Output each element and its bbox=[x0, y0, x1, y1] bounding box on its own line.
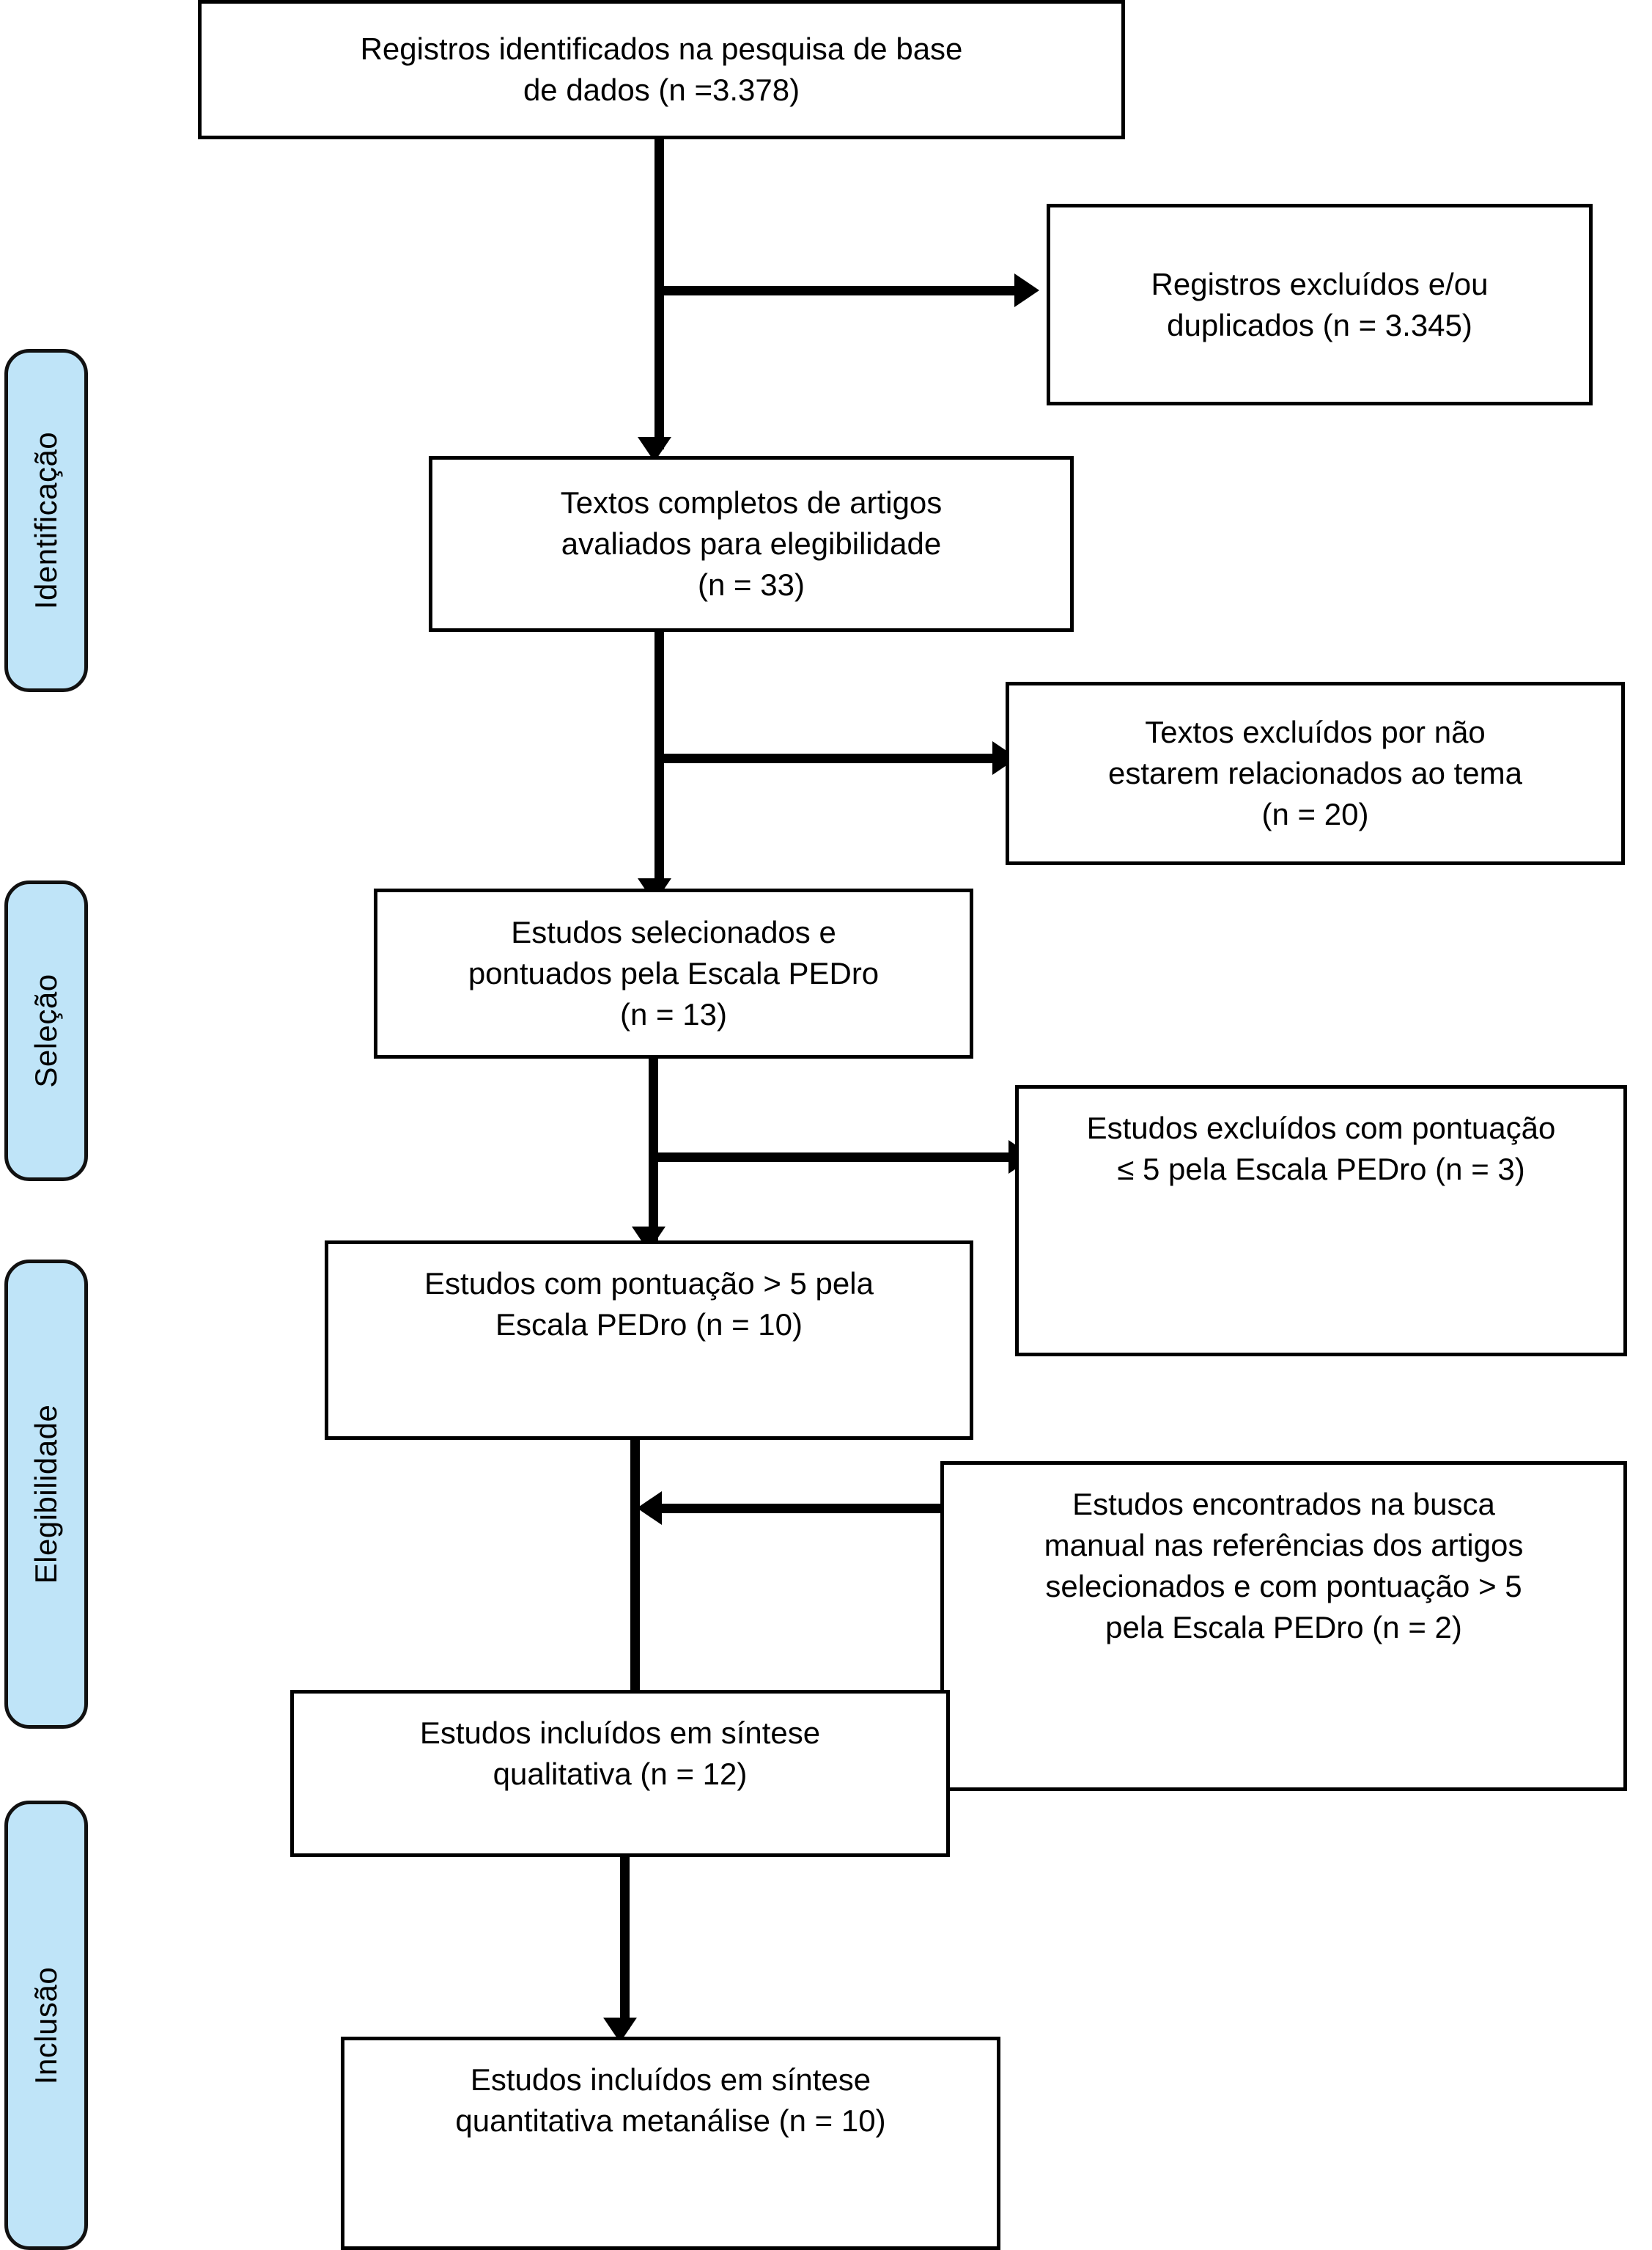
stage-pill-elegibilidade: Elegibilidade bbox=[4, 1260, 88, 1729]
box-records-excluded: Registros excluídos e/ou duplicados (n =… bbox=[1047, 204, 1593, 405]
box-qualitative-synthesis: Estudos incluídos em síntese qualitativa… bbox=[290, 1690, 950, 1857]
connector-manual-search-in bbox=[662, 1504, 948, 1513]
connector-to-records-excluded bbox=[654, 286, 1021, 295]
box-manual-search-text: Estudos encontrados na busca manual nas … bbox=[1044, 1487, 1524, 1644]
connector-to-studies-excluded bbox=[649, 1152, 1015, 1162]
arrowhead-to-records-excluded bbox=[1014, 273, 1039, 307]
box-records-identified-text: Registros identificados na pesquisa de b… bbox=[360, 32, 963, 107]
stage-pill-identificacao: Identificação bbox=[4, 349, 88, 692]
stage-label-inclusao: Inclusão bbox=[29, 1966, 63, 2084]
stage-label-elegibilidade: Elegibilidade bbox=[29, 1404, 63, 1584]
connector-qualitative-to-quantitative bbox=[620, 1853, 630, 2029]
connector-to-fulltext-excluded bbox=[654, 754, 999, 763]
box-studies-excluded-score-text: Estudos excluídos com pontuação ≤ 5 pela… bbox=[1086, 1111, 1556, 1186]
box-fulltext-assessed-text: Textos completos de artigos avaliados pa… bbox=[560, 485, 943, 602]
stage-pill-inclusao: Inclusão bbox=[4, 1801, 88, 2250]
box-fulltext-assessed: Textos completos de artigos avaliados pa… bbox=[429, 456, 1074, 632]
box-studies-scored: Estudos selecionados e pontuados pela Es… bbox=[374, 889, 973, 1059]
box-quantitative-synthesis: Estudos incluídos em síntese quantitativ… bbox=[341, 2037, 1000, 2250]
box-fulltext-excluded-text: Textos excluídos por não estarem relacio… bbox=[1108, 715, 1522, 831]
stage-label-selecao: Seleção bbox=[29, 974, 63, 1088]
box-qualitative-synthesis-text: Estudos incluídos em síntese qualitativa… bbox=[419, 1716, 821, 1791]
box-manual-search: Estudos encontrados na busca manual nas … bbox=[940, 1461, 1627, 1791]
box-quantitative-synthesis-text: Estudos incluídos em síntese quantitativ… bbox=[455, 2062, 886, 2138]
stage-pill-selecao: Seleção bbox=[4, 880, 88, 1181]
box-records-excluded-text: Registros excluídos e/ou duplicados (n =… bbox=[1151, 266, 1489, 342]
box-studies-score-gt5-text: Estudos com pontuação > 5 pela Escala PE… bbox=[424, 1266, 874, 1342]
box-fulltext-excluded: Textos excluídos por não estarem relacio… bbox=[1006, 682, 1625, 865]
stage-label-identificacao: Identificação bbox=[29, 431, 63, 610]
connector-gt5-to-qualitative bbox=[630, 1437, 640, 1694]
box-studies-excluded-score: Estudos excluídos com pontuação ≤ 5 pela… bbox=[1015, 1085, 1627, 1356]
connector-scored-to-gt5 bbox=[649, 1054, 658, 1241]
box-studies-score-gt5: Estudos com pontuação > 5 pela Escala PE… bbox=[325, 1240, 973, 1440]
box-records-identified: Registros identificados na pesquisa de b… bbox=[198, 0, 1125, 139]
arrowhead-manual-search-in bbox=[637, 1491, 662, 1525]
box-studies-scored-text: Estudos selecionados e pontuados pela Es… bbox=[468, 915, 880, 1032]
